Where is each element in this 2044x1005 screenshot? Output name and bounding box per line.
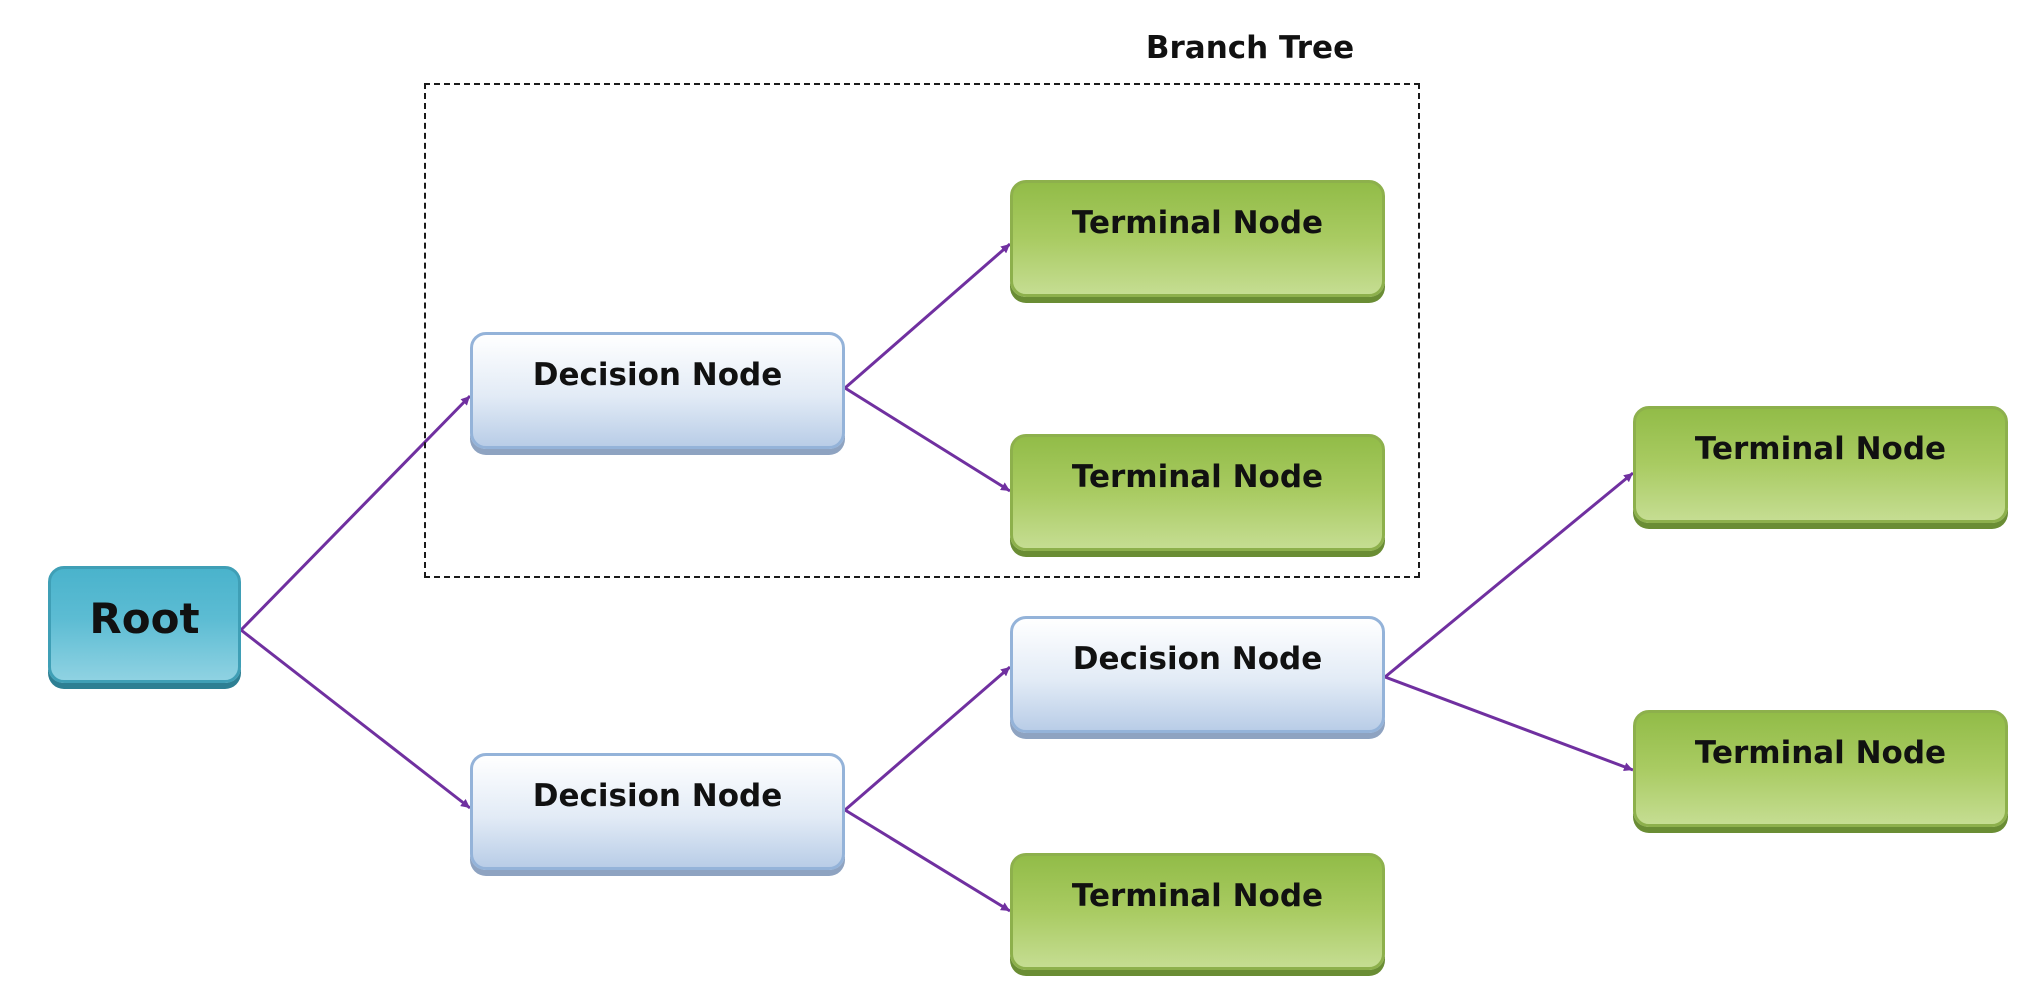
terminal-node-upper-bottom: Terminal Node: [1010, 434, 1385, 551]
decision-node-right-label: Decision Node: [1072, 641, 1323, 677]
terminal-node-right-bottom: Terminal Node: [1633, 710, 2008, 827]
edge-decision-lower-to-decision-right: [844, 665, 1011, 812]
decision-node-upper: Decision Node: [470, 332, 845, 449]
terminal-node-upper-bottom-label: Terminal Node: [1071, 459, 1324, 495]
edge-root-to-decision-lower: [240, 628, 471, 810]
terminal-node-right-top: Terminal Node: [1633, 406, 2008, 523]
terminal-node-upper-top: Terminal Node: [1010, 180, 1385, 297]
terminal-node-lower-bottom-label: Terminal Node: [1071, 878, 1324, 914]
root-node: Root: [48, 566, 241, 683]
branch-tree-boundary: [424, 83, 1420, 578]
terminal-node-right-bottom-label: Terminal Node: [1694, 735, 1947, 771]
edge-decision-right-to-terminal-right-bottom: [1384, 675, 1634, 772]
branch-tree-title: Branch Tree: [1145, 30, 1355, 66]
terminal-node-right-top-label: Terminal Node: [1694, 431, 1947, 467]
terminal-node-upper-top-label: Terminal Node: [1071, 205, 1324, 241]
edge-decision-lower-to-terminal-lower-bottom: [844, 808, 1011, 913]
root-node-label: Root: [89, 594, 200, 643]
terminal-node-lower-bottom: Terminal Node: [1010, 853, 1385, 970]
decision-node-right: Decision Node: [1010, 616, 1385, 733]
edge-decision-right-to-terminal-right-top: [1384, 471, 1634, 679]
edge-decision-upper-to-terminal-upper-bottom: [844, 386, 1011, 493]
edge-root-to-decision-upper: [239, 394, 472, 632]
edge-decision-upper-to-terminal-upper-top: [844, 242, 1011, 390]
decision-node-lower: Decision Node: [470, 753, 845, 870]
decision-node-lower-label: Decision Node: [532, 778, 783, 814]
decision-node-upper-label: Decision Node: [532, 357, 783, 393]
